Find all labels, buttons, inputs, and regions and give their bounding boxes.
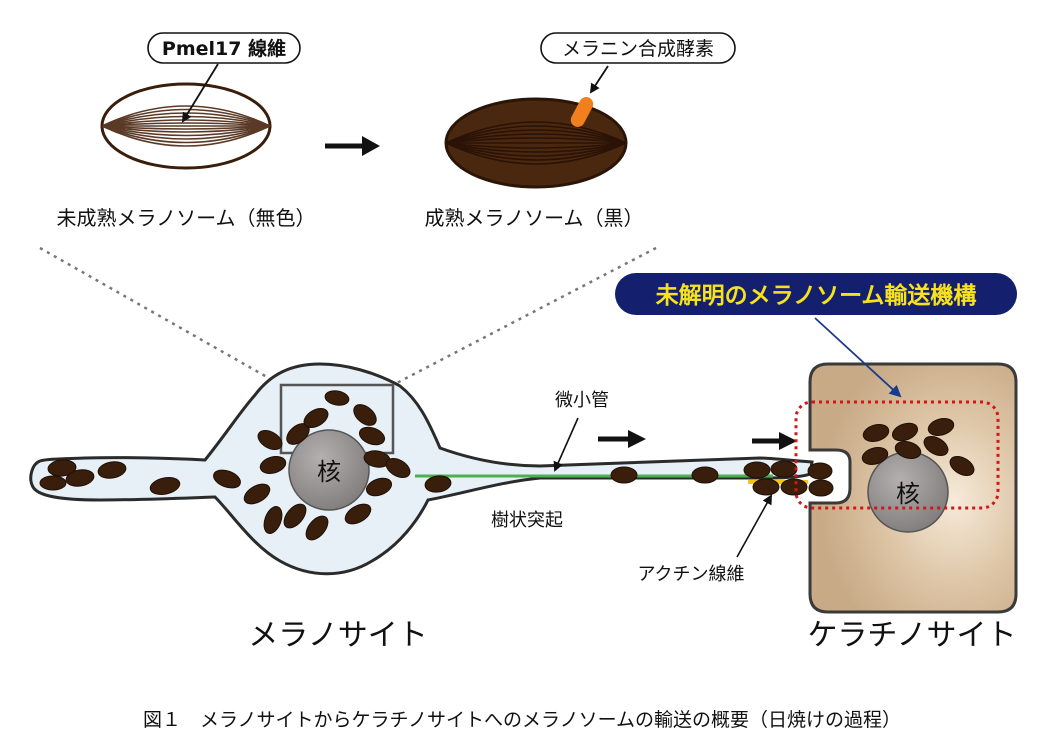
- dendrite-label: 樹状突起: [491, 510, 563, 531]
- enzyme-capsule: [570, 97, 594, 127]
- zoom-line-left: [39, 246, 282, 387]
- mature-melanosome-label: 成熟メラノソーム（黒）: [425, 206, 644, 230]
- enzyme-label: メラニン合成酵素: [562, 38, 714, 60]
- figure-caption: 図１ メラノサイトからケラチノサイトへのメラノソームの輸送の概要（日焼けの過程）: [143, 709, 901, 731]
- pmel17-label: Pmel17 線維: [162, 37, 286, 60]
- unknown-mechanism-badge: 未解明のメラノソーム輸送機構: [615, 273, 1017, 315]
- keratinocyte-label: ケラチノサイト: [807, 618, 1016, 653]
- transport-arrow-2: [752, 432, 797, 450]
- melanocyte-nucleus-label: 核: [317, 458, 341, 486]
- microtubule-label: 微小管: [555, 390, 609, 411]
- enzyme-pointer-arrow: [589, 65, 609, 94]
- melanocyte-melanosomes: [39, 390, 834, 541]
- microtubule-pointer-arrow: [553, 417, 579, 472]
- zoom-line-right: [392, 246, 657, 387]
- maturation-arrow: [325, 136, 380, 156]
- unknown-mechanism-pointer: [814, 317, 902, 398]
- unknown-mechanism-highlight: [794, 400, 1000, 510]
- melanocyte-nucleus: [288, 429, 370, 511]
- immature-melanosome: [100, 82, 272, 170]
- transport-arrow-1: [598, 430, 646, 448]
- keratinocyte-nucleus-label: 核: [896, 480, 920, 508]
- melanocyte-cell: [29, 362, 814, 576]
- keratinocyte-melanosomes: [861, 418, 975, 476]
- mature-melanosome: [444, 97, 628, 189]
- melanocyte-label: メラノサイト: [248, 618, 427, 653]
- actin-label: アクチン線維: [637, 564, 744, 585]
- immature-melanosome-label: 未成熟メラノソーム（無色）: [57, 206, 316, 230]
- actin-pointer-arrow: [736, 494, 772, 558]
- enzyme-label-bubble: メラニン合成酵素: [540, 32, 736, 64]
- unknown-mechanism-label: 未解明のメラノソーム輸送機構: [656, 282, 977, 309]
- pmel17-label-bubble: Pmel17 線維: [147, 32, 301, 64]
- pmel17-pointer-arrow: [181, 63, 219, 123]
